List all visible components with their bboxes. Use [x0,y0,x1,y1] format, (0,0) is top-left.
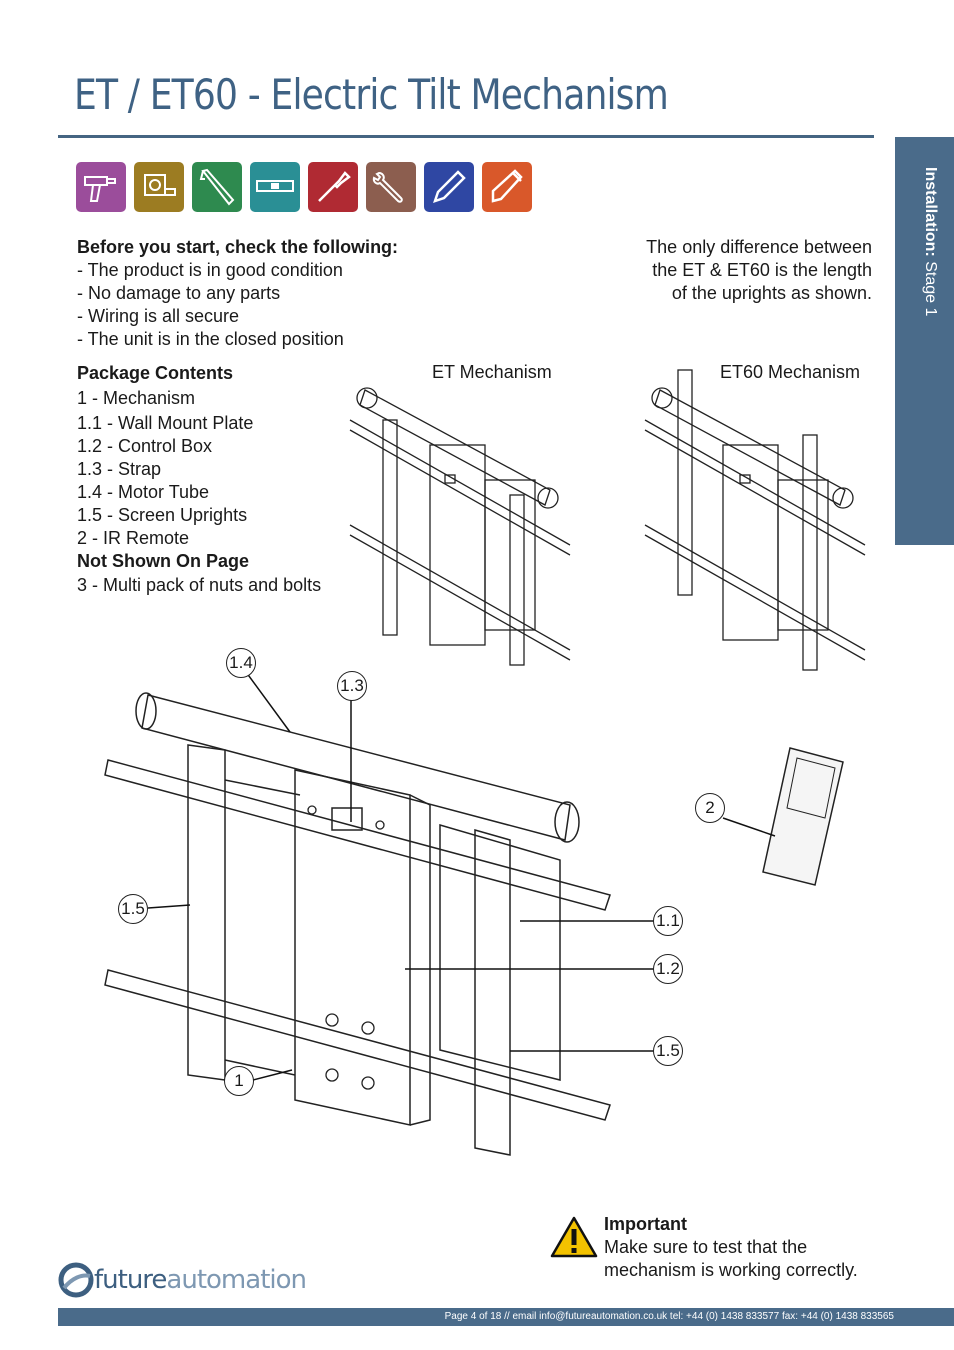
callout-2: 2 [695,793,725,823]
logo-automation: automation [166,1265,307,1295]
difference-line: of the uprights as shown. [671,283,872,303]
et-mechanism-label: ET Mechanism [432,362,552,382]
et-mechanism-drawing [349,387,571,666]
tape-measure-icon [134,162,184,212]
package-item: 1.5 - Screen Uprights [77,505,248,525]
title-rule [58,135,874,138]
not-shown-heading: Not Shown On Page [77,551,250,571]
important-line: Make sure to test that the [604,1237,808,1257]
tools-row [76,162,532,212]
stage-side-tab: Installation: Stage 1 [895,137,954,545]
allen-key-icon [192,162,242,212]
callout-1-3: 1.3 [337,671,367,701]
cutter-icon [482,162,532,212]
screwdriver-icon [308,162,358,212]
drill-icon [76,162,126,212]
check-item: - The unit is in the closed position [77,329,344,349]
main-mechanism-drawing [104,692,611,1156]
callout-1-1: 1.1 [653,906,683,936]
pencil-icon [424,162,474,212]
not-shown-item: 3 - Multi pack of nuts and bolts [77,575,322,595]
package-item: 1.4 - Motor Tube [77,482,210,502]
package-item: 1 - Mechanism [77,388,196,408]
checks-heading: Before you start, check the following: [77,237,399,257]
difference-line: the ET & ET60 is the length [652,260,872,280]
check-item: - No damage to any parts [77,283,281,303]
footer-bar: Page 4 of 18 // email info@futureautomat… [58,1308,954,1326]
callout-1-2: 1.2 [653,954,683,984]
callout-1: 1 [224,1066,254,1096]
callout-1-5-left: 1.5 [118,894,148,924]
spirit-level-icon [250,162,300,212]
logo-swirl-icon [58,1262,94,1298]
et60-mechanism-drawing [644,369,866,671]
important-line: mechanism is working correctly. [604,1260,858,1280]
package-item: 1.1 - Wall Mount Plate [77,413,254,433]
page-title: ET / ET60 - Electric Tilt Mechanism [74,70,669,119]
warning-icon [550,1216,598,1258]
et60-mechanism-label: ET60 Mechanism [720,362,861,382]
spanner-icon [366,162,416,212]
difference-line: The only difference between [646,237,872,257]
package-item: 1.3 - Strap [77,459,162,479]
check-item: - The product is in good condition [77,260,343,280]
callout-1-4: 1.4 [226,648,256,678]
ir-remote-icon [762,747,844,886]
logo-future: future [94,1265,167,1295]
package-item: 1.2 - Control Box [77,436,213,456]
callout-1-5-right: 1.5 [653,1036,683,1066]
check-item: - Wiring is all secure [77,306,240,326]
footer-text: Page 4 of 18 // email info@futureautomat… [444,1311,894,1322]
package-item: 2 - IR Remote [77,528,190,548]
package-heading: Package Contents [77,363,234,383]
important-heading: Important [604,1214,687,1234]
